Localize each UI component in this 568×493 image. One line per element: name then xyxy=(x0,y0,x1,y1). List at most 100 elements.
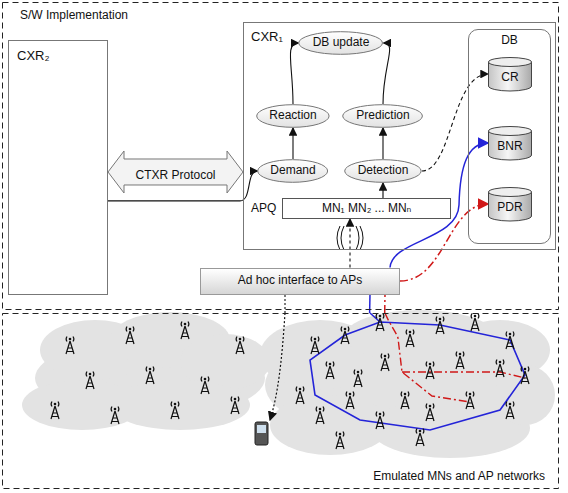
access-point xyxy=(231,397,239,415)
function-ellipse: Demand xyxy=(257,159,328,183)
connector xyxy=(382,183,383,198)
node-label: DB update xyxy=(313,36,370,50)
access-point xyxy=(466,392,474,410)
access-point xyxy=(181,322,189,340)
function-ellipse: DB update xyxy=(298,31,383,55)
access-point xyxy=(51,314,529,450)
access-point xyxy=(86,372,94,390)
dashed-outline xyxy=(3,314,559,489)
peer-module-box: CXR₂ xyxy=(8,40,108,295)
access-point xyxy=(171,402,179,420)
network-region: Emulated MNs and AP networks xyxy=(2,313,559,489)
cylinder-top xyxy=(489,188,532,197)
connector xyxy=(422,74,488,171)
database-box: DB CR BNR PDR xyxy=(468,29,551,244)
node-label: S/W Implementation xyxy=(20,9,128,23)
node-label: CXR₂ xyxy=(17,49,50,64)
node-label: Detection xyxy=(358,164,409,178)
access-point xyxy=(381,354,389,372)
access-point xyxy=(426,362,434,380)
node-label: Ad hoc interface to APs xyxy=(238,274,363,288)
ellipse-outline xyxy=(299,32,383,55)
node-label: CR xyxy=(501,71,518,85)
access-point xyxy=(201,377,209,395)
node-label: BNR xyxy=(497,140,522,154)
edge-label: CTXR Protocol xyxy=(135,165,215,183)
access-point xyxy=(326,362,334,380)
mobile-phone xyxy=(255,422,268,445)
connector xyxy=(284,295,285,314)
connector xyxy=(383,43,390,104)
access-point xyxy=(496,360,504,378)
access-point xyxy=(456,352,464,370)
cloud xyxy=(260,310,555,458)
node-label: DB xyxy=(501,34,518,48)
connector xyxy=(369,295,371,314)
access-point xyxy=(296,387,304,405)
access-point xyxy=(506,332,514,350)
access-point xyxy=(471,314,479,332)
node-label: Prediction xyxy=(356,109,409,123)
node-label: CXR₁ xyxy=(251,30,283,45)
function-ellipse: Prediction xyxy=(342,104,423,128)
access-point xyxy=(426,404,434,422)
node-label: PDR xyxy=(497,201,522,215)
ellipse-outline xyxy=(258,160,328,183)
database-cylinder: BNR xyxy=(488,126,532,160)
connector xyxy=(384,295,386,314)
queue-box: APQ MN₁ MN₂ ... MNₙ xyxy=(251,198,451,219)
access-point xyxy=(436,317,444,335)
access-point xyxy=(236,337,244,355)
ellipse-outline xyxy=(257,105,329,128)
dashed-outline xyxy=(2,313,559,489)
cloud xyxy=(22,312,270,430)
node-label: Emulated MNs and AP networks xyxy=(373,470,545,484)
software-boundary: S/W ImplementationCXR₂ CXR₁ DB updateReact… xyxy=(2,2,559,310)
access-point xyxy=(311,337,319,355)
connector xyxy=(382,128,383,159)
route-path xyxy=(385,313,525,402)
route-path xyxy=(370,313,380,322)
access-point xyxy=(126,327,134,345)
node-body: MN₁ MN₂ ... MNₙ xyxy=(322,202,411,216)
interface-box: Ad hoc interface to APs xyxy=(200,268,400,295)
protocol-arrow xyxy=(108,151,243,193)
function-ellipse: Detection xyxy=(344,159,422,183)
cylinder-top xyxy=(489,58,532,67)
database-cylinder: CR xyxy=(488,57,532,91)
database-cylinder: PDR xyxy=(488,187,532,221)
access-point xyxy=(336,432,344,450)
access-point xyxy=(316,407,324,425)
module-box: CXR₁ DB updateReaction PredictionDemand Det… xyxy=(243,22,556,250)
dashed-outline xyxy=(3,3,559,310)
mobile-phone xyxy=(257,425,266,433)
access-point xyxy=(146,367,154,385)
access-point xyxy=(416,429,424,447)
access-point xyxy=(341,327,349,345)
connector xyxy=(292,128,293,159)
access-point xyxy=(376,412,384,430)
cylinder-top xyxy=(489,127,532,136)
access-point xyxy=(521,367,529,385)
route-ring xyxy=(310,322,525,430)
access-point xyxy=(401,392,409,410)
access-point xyxy=(506,402,514,420)
access-point xyxy=(346,392,354,410)
cloud xyxy=(110,380,250,430)
connector xyxy=(290,43,298,104)
access-point xyxy=(376,314,384,332)
ellipse-outline xyxy=(345,160,421,183)
node-label: APQ xyxy=(251,202,276,216)
access-point xyxy=(406,330,414,348)
function-ellipse: Reaction xyxy=(256,104,330,128)
ellipse-outline xyxy=(343,105,423,128)
access-point xyxy=(66,337,74,355)
edge-label: CTXR Protocol xyxy=(135,169,215,183)
access-point xyxy=(111,407,119,425)
mobile-phone xyxy=(255,422,268,445)
node-label: Demand xyxy=(270,164,315,178)
access-point xyxy=(354,370,362,388)
